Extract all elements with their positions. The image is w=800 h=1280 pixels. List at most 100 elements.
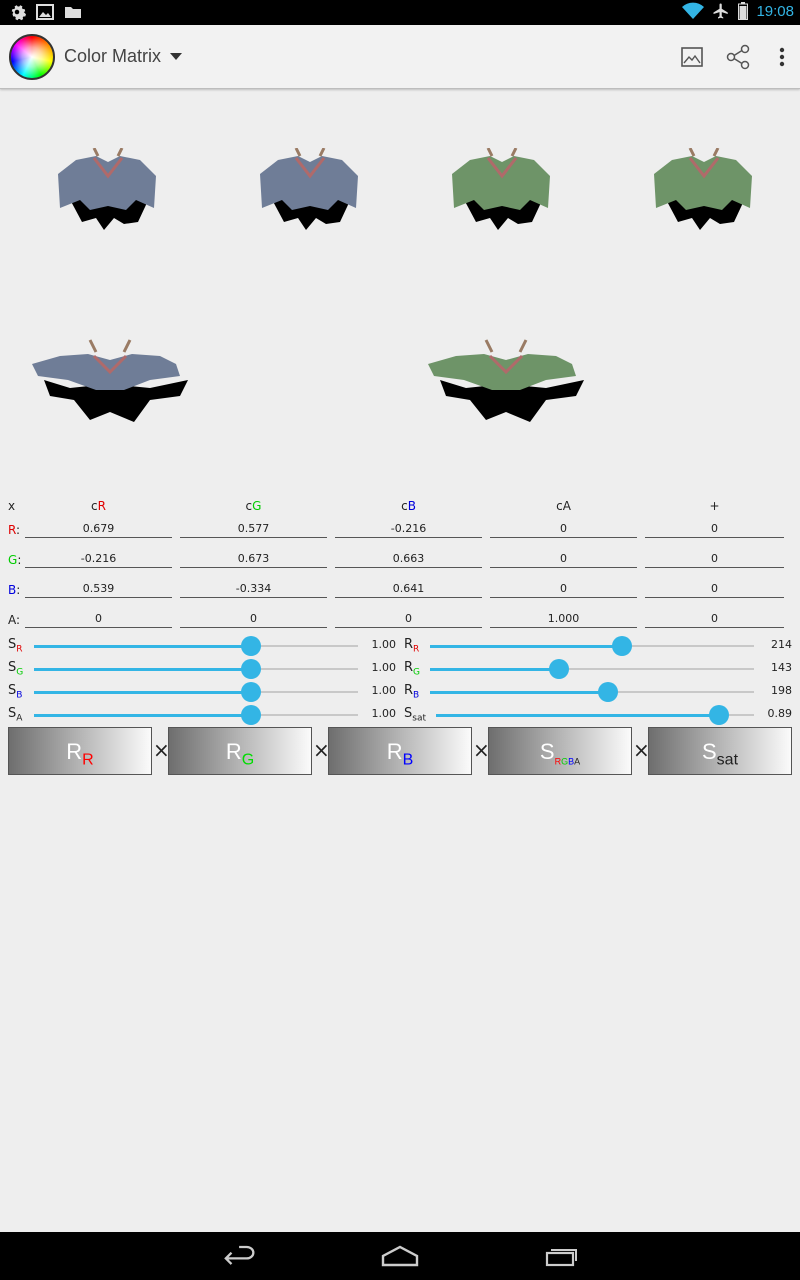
preview-transformed-alt-small (654, 148, 752, 230)
gradient-box[interactable]: RB (328, 727, 472, 775)
recents-button[interactable] (532, 1240, 592, 1272)
gradient-box-subscript: sat (716, 751, 739, 769)
slider-thumb[interactable] (241, 636, 262, 656)
dropdown-caret-icon[interactable] (170, 53, 182, 60)
home-button[interactable] (370, 1240, 430, 1272)
slider-value: 1.00 (371, 661, 397, 674)
multiply-symbol: × (633, 738, 650, 762)
matrix-cell-input[interactable]: 0 (180, 612, 327, 628)
slider-label: RG (404, 660, 420, 678)
column-header-prefix: + (709, 499, 720, 513)
multiply-symbol: × (473, 738, 490, 762)
gradient-box-subscript-part: G (561, 756, 569, 767)
slider-value: 214 (771, 638, 792, 651)
gradient-box[interactable]: RG (168, 727, 312, 775)
slider-thumb[interactable] (241, 659, 262, 679)
matrix-cell-input[interactable]: 0 (25, 612, 172, 628)
slider-thumb[interactable] (612, 636, 633, 656)
gallery-icon (36, 4, 54, 20)
slider-thumb[interactable] (241, 682, 262, 702)
slider-label-subscript: B (413, 690, 420, 701)
folder-icon (65, 7, 81, 18)
slider-track[interactable] (430, 659, 754, 679)
gradient-box[interactable]: RR (8, 727, 152, 775)
navigation-bar (0, 1232, 800, 1280)
matrix-column-header: cB (335, 499, 482, 513)
image-icon (681, 47, 703, 67)
pick-image-button[interactable] (676, 41, 708, 73)
color-wheel-icon[interactable] (9, 34, 55, 80)
slider-label-base: S (8, 683, 17, 698)
row-label-colon: : (17, 553, 22, 567)
slider-thumb[interactable] (548, 659, 569, 679)
slider-track[interactable] (34, 636, 358, 656)
matrix-cell-input[interactable]: 0.577 (180, 522, 327, 538)
row-label-channel: B (8, 583, 17, 597)
column-header-channel: B (407, 499, 416, 513)
gradient-box-subscript-part: A (574, 756, 581, 767)
matrix-row-label: G: (8, 553, 21, 567)
preview-transformed-large (428, 339, 584, 422)
matrix-cell-input[interactable]: 0 (645, 582, 784, 598)
matrix-cell-input[interactable]: -0.216 (335, 522, 482, 538)
share-button[interactable] (722, 41, 754, 73)
matrix-cell-input[interactable]: 0.663 (335, 552, 482, 568)
matrix-cell-input[interactable]: 0 (645, 612, 784, 628)
matrix-cell-input[interactable]: 0.641 (335, 582, 482, 598)
multiply-symbol: × (313, 738, 330, 762)
slider-track[interactable] (34, 705, 358, 725)
matrix-corner-label: x (8, 499, 16, 513)
slider-track[interactable] (34, 659, 358, 679)
slider-track[interactable] (430, 682, 754, 702)
matrix-column-header: + (645, 499, 784, 513)
matrix-cell-input[interactable]: 0 (490, 522, 637, 538)
slider-thumb[interactable] (598, 682, 619, 702)
slider-label-base: S (8, 637, 17, 652)
matrix-cell-input[interactable]: 0 (645, 522, 784, 538)
slider-fill (34, 713, 252, 717)
matrix-cell-input[interactable]: -0.334 (180, 582, 327, 598)
slider-label-subscript: G (16, 667, 24, 678)
matrix-cell-input[interactable]: 0 (490, 552, 637, 568)
battery-icon (738, 2, 749, 20)
settings-icon (11, 5, 26, 21)
matrix-cell-input[interactable]: 0 (645, 552, 784, 568)
gradient-box-subscript: B (402, 751, 414, 769)
gradient-box-label: RG (169, 728, 311, 784)
matrix-cell-input[interactable]: 1.000 (490, 612, 637, 628)
matrix-cell-input[interactable]: 0.673 (180, 552, 327, 568)
gradient-box[interactable]: SRGBA (488, 727, 632, 775)
slider-label: SG (8, 660, 23, 678)
matrix-cell-input[interactable]: 0 (335, 612, 482, 628)
slider-track[interactable] (436, 705, 754, 725)
slider-fill (34, 644, 252, 648)
home-icon (381, 1245, 419, 1267)
back-button[interactable] (208, 1240, 268, 1272)
slider-value: 198 (771, 684, 792, 697)
gradient-box[interactable]: Ssat (648, 727, 792, 775)
gradient-box-subscript: R (82, 751, 94, 769)
column-header-channel: G (252, 499, 262, 513)
slider-label-subscript: R (413, 644, 420, 655)
slider-label-subscript: A (16, 713, 23, 724)
matrix-cell-input[interactable]: 0 (490, 582, 637, 598)
matrix-cell-input[interactable]: 0.539 (25, 582, 172, 598)
slider-label: Ssat (404, 706, 426, 724)
preview-transformed-small (452, 148, 550, 230)
column-header-channel: A (562, 499, 571, 513)
slider-track[interactable] (34, 682, 358, 702)
overflow-menu-button[interactable] (766, 41, 798, 73)
matrix-cell-input[interactable]: -0.216 (25, 552, 172, 568)
app-title[interactable]: Color Matrix (64, 46, 162, 66)
slider-track[interactable] (430, 636, 754, 656)
slider-thumb[interactable] (709, 705, 730, 725)
slider-label-subscript: R (16, 644, 23, 655)
slider-thumb[interactable] (241, 705, 262, 725)
matrix-cell-input[interactable]: 0.679 (25, 522, 172, 538)
gradient-box-base: R (386, 739, 403, 764)
gradient-box-base: R (66, 739, 83, 764)
slider-label-base: S (8, 660, 17, 675)
slider-value: 143 (771, 661, 792, 674)
gradient-box-label: SRGBA (489, 728, 631, 785)
gradient-box-label: Ssat (649, 728, 791, 784)
